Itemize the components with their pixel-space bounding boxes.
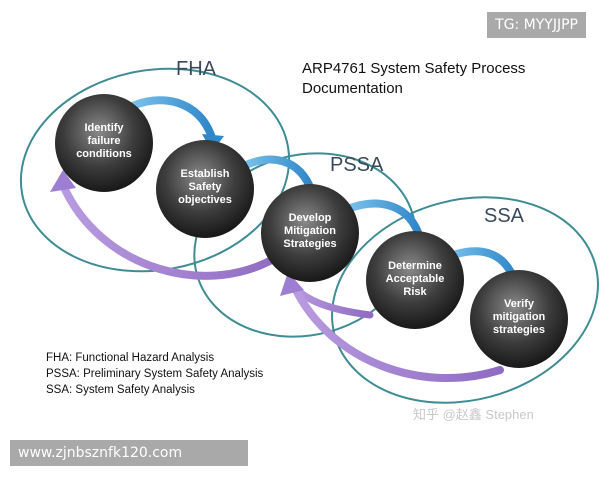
top-overlay-tag: TG: MYYJJPP <box>487 12 586 38</box>
zone-label-ssa: SSA <box>484 205 525 227</box>
fha-zone-ellipse <box>19 67 291 273</box>
bottom-overlay-tag: www.zjnbsznfk120.com <box>10 440 248 466</box>
feedback-arrow-pssa <box>280 272 504 382</box>
legend-pssa: PSSA: Preliminary System Safety Analysis <box>46 368 264 380</box>
node-establish-safety-objectives <box>156 140 254 238</box>
zone-label-fha: FHA <box>176 58 216 80</box>
watermark: 知乎 @赵鑫 Stephen <box>413 407 534 422</box>
feedback-arrow-fha <box>50 170 284 280</box>
node-identify-failure-conditions <box>55 94 153 192</box>
diagram-title-line1: ARP4761 System Safety Process <box>302 60 526 77</box>
node-develop-mitigation-strategies <box>261 184 359 282</box>
diagram-title-line2: Documentation <box>302 80 403 97</box>
node-verify-mitigation-strategies <box>470 270 568 368</box>
legend-ssa: SSA: System Safety Analysis <box>46 384 195 396</box>
zone-label-pssa: PSSA <box>330 154 384 176</box>
node-determine-acceptable-risk <box>366 231 464 329</box>
legend-fha: FHA: Functional Hazard Analysis <box>46 352 215 364</box>
